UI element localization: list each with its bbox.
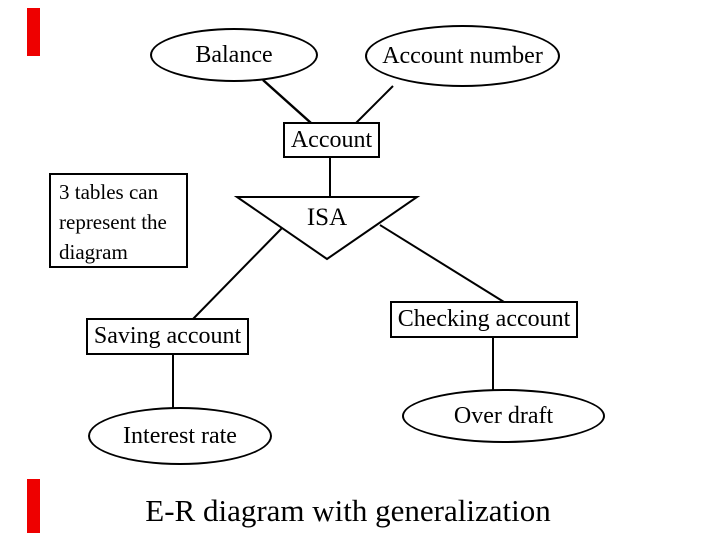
account-entity-box: Account [283,122,380,158]
balance-attribute-ellipse: Balance [150,28,318,82]
edge-accountnumber-account [355,85,394,124]
interest-rate-attribute-ellipse: Interest rate [88,407,272,465]
interest-rate-label: Interest rate [123,422,237,449]
checking-account-entity-box: Checking account [390,301,578,338]
over-draft-label: Over draft [453,402,554,429]
account-label: Account [290,126,373,153]
checking-account-label: Checking account [397,306,571,332]
note-line-1: 3 tables can [59,180,159,204]
edge-isa-checking [379,224,505,303]
account-number-label: Account number [382,42,543,69]
over-draft-attribute-ellipse: Over draft [402,389,605,443]
balance-label: Balance [195,41,273,68]
saving-account-entity-box: Saving account [86,318,249,355]
note-line-2: represent the [59,210,167,234]
edge-isa-saving [192,227,283,320]
note-box: 3 tables can represent the diagram [49,173,188,268]
isa-label: ISA [306,204,348,231]
edge-balance-account [262,79,312,124]
account-number-attribute-ellipse: Account number [365,25,560,87]
slide-title: E-R diagram with generalization [145,493,551,528]
note-line-3: diagram [59,240,128,264]
left-accent-bar-bottom [27,479,40,533]
left-accent-bar-top [27,8,40,56]
saving-account-label: Saving account [93,323,242,349]
isa-triangle [233,196,421,261]
